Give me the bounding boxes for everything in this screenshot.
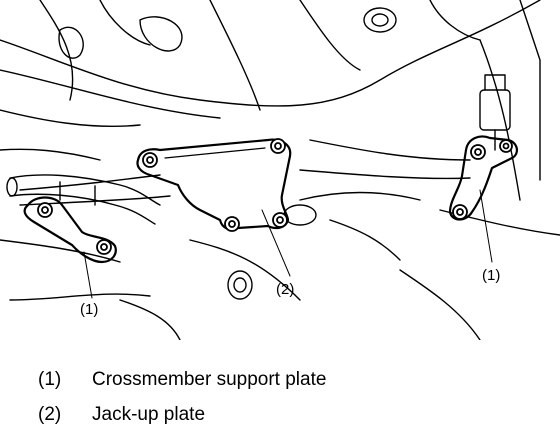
- crossmember-bolt-right-3: [452, 204, 468, 220]
- legend-item-jack-up-plate: (2) Jack-up plate: [38, 404, 205, 426]
- legend-number: (1): [38, 369, 62, 390]
- exploded-underbody-diagram: (1) (2) (1): [0, 0, 560, 340]
- jack-up-plate: [136, 138, 292, 231]
- exhaust-pipe: [6, 174, 161, 225]
- callout-1-right: (1): [482, 267, 500, 284]
- jack-up-bolt-1: [142, 152, 158, 168]
- crossmember-bolt-right-1: [470, 144, 486, 160]
- crossmember-bolt-right-2: [499, 139, 513, 153]
- legend-label: Jack-up plate: [92, 404, 206, 425]
- crossmember-support-plate-right: [448, 135, 518, 221]
- crossmember-bolt-left-1: [37, 202, 53, 218]
- leader-lines: [83, 189, 493, 299]
- crossmember-bolt-left-2: [96, 239, 112, 255]
- jack-up-bolt-2: [270, 138, 286, 154]
- legend-number: (2): [38, 404, 62, 425]
- jack-up-bolt-4: [272, 212, 288, 228]
- callout-2: (2): [276, 281, 294, 298]
- legend-label: Crossmember support plate: [92, 369, 327, 390]
- callout-1-left: (1): [80, 301, 98, 318]
- legend-item-crossmember: (1) Crossmember support plate: [38, 369, 326, 391]
- crossmember-support-plate-left: [23, 196, 117, 264]
- underbody-background: [0, 0, 560, 340]
- jack-up-bolt-3: [224, 216, 240, 232]
